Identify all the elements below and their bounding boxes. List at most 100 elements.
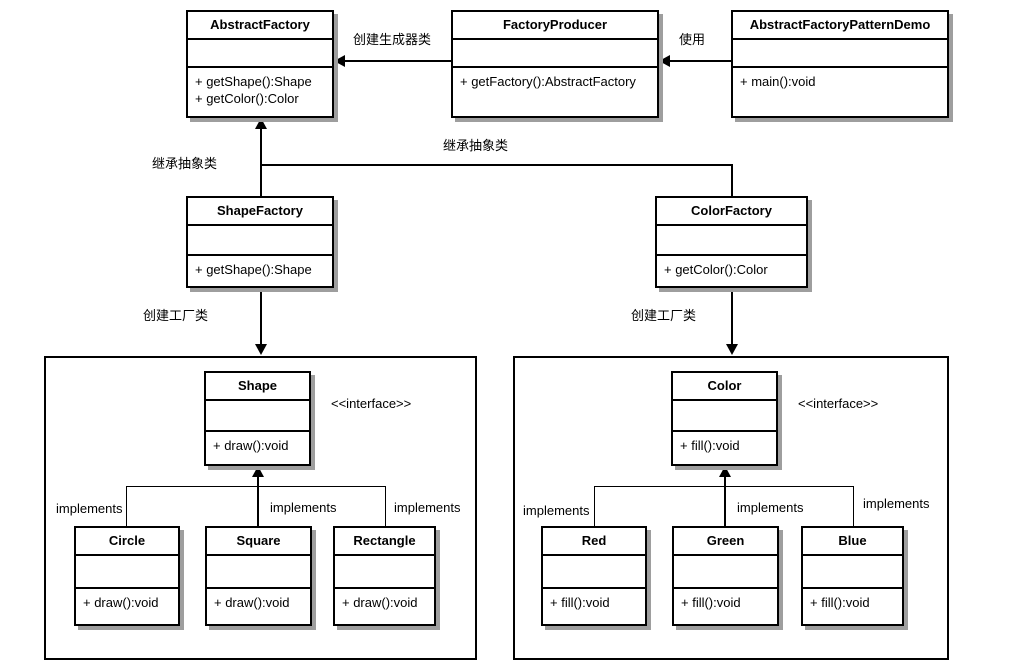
arrowhead-abstractfactory-from-shapefactory xyxy=(255,118,267,129)
operation-item: + fill():void xyxy=(810,595,870,611)
edge-circle-to-bar xyxy=(126,486,127,526)
edge-colorfactory-to-branch xyxy=(731,164,733,197)
edge-colorfactory-to-color-group xyxy=(731,288,733,346)
class-red-name: Red xyxy=(543,528,645,557)
shape-group-frame xyxy=(44,356,477,660)
class-shape-factory-operations: + getShape():Shape xyxy=(188,256,332,283)
edge-label-implements-shape-2: implements xyxy=(270,500,337,516)
class-green-name: Green xyxy=(674,528,777,557)
class-factory-producer[interactable]: FactoryProducer + getFactory():AbstractF… xyxy=(451,10,659,118)
class-square-operations: + draw():void xyxy=(207,589,310,616)
edge-label-uses: 使用 xyxy=(679,32,706,48)
class-circle-name: Circle xyxy=(76,528,178,557)
class-color-factory[interactable]: ColorFactory + getColor():Color xyxy=(655,196,808,288)
class-shape-interface[interactable]: Shape + draw():void xyxy=(204,371,311,466)
edge-square-to-shape xyxy=(257,477,259,526)
class-red-operations: + fill():void xyxy=(543,589,645,616)
operation-item: + getFactory():AbstractFactory xyxy=(460,74,636,90)
class-square[interactable]: Square + draw():void xyxy=(205,526,312,626)
operation-item: + fill():void xyxy=(550,595,610,611)
class-blue-attributes xyxy=(803,556,902,590)
edge-label-implements-color-3: implements xyxy=(863,496,930,512)
operation-item: + draw():void xyxy=(213,438,289,454)
operation-item: + main():void xyxy=(740,74,816,90)
arrowhead-shape-group xyxy=(255,344,267,355)
operation-item: + fill():void xyxy=(681,595,741,611)
class-square-attributes xyxy=(207,556,310,590)
class-demo-name: AbstractFactoryPatternDemo xyxy=(733,12,947,41)
edge-label-inherit-abstract-left: 继承抽象类 xyxy=(152,156,218,172)
class-shape-attributes xyxy=(206,401,309,433)
edge-red-to-bar xyxy=(594,486,595,526)
shape-stereotype-label: <<interface>> xyxy=(331,396,412,411)
class-color-attributes xyxy=(673,401,776,433)
edge-label-implements-shape-3: implements xyxy=(394,500,461,516)
class-abstract-factory[interactable]: AbstractFactory + getShape():Shape + get… xyxy=(186,10,334,118)
edge-inherit-branch-horizontal xyxy=(260,164,733,166)
class-shape-name: Shape xyxy=(206,373,309,402)
operation-item: + draw():void xyxy=(342,595,418,611)
class-green-operations: + fill():void xyxy=(674,589,777,616)
arrowhead-color-group xyxy=(726,344,738,355)
class-circle-operations: + draw():void xyxy=(76,589,178,616)
class-green[interactable]: Green + fill():void xyxy=(672,526,779,626)
edge-label-create-factory-right: 创建工厂类 xyxy=(631,308,697,324)
class-shape-factory-attributes xyxy=(188,226,332,257)
edge-demo-to-producer xyxy=(669,60,731,62)
arrowhead-shape-interface xyxy=(252,466,264,477)
class-abstract-factory-operations: + getShape():Shape + getColor():Color xyxy=(188,68,332,112)
edge-label-implements-color-1: implements xyxy=(523,503,590,519)
class-shape-factory[interactable]: ShapeFactory + getShape():Shape xyxy=(186,196,334,288)
class-rectangle-operations: + draw():void xyxy=(335,589,434,616)
class-circle[interactable]: Circle + draw():void xyxy=(74,526,180,626)
operation-item: + getColor():Color xyxy=(195,91,299,107)
class-rectangle-attributes xyxy=(335,556,434,590)
operation-item: + getColor():Color xyxy=(664,262,768,278)
edge-label-implements-shape-1: implements xyxy=(56,501,123,517)
edge-label-inherit-abstract-right: 继承抽象类 xyxy=(443,138,509,154)
edge-shape-implements-bar xyxy=(126,486,386,487)
class-color-interface[interactable]: Color + fill():void xyxy=(671,371,778,466)
operation-item: + draw():void xyxy=(214,595,290,611)
edge-shapefactory-to-shape-group xyxy=(260,288,262,346)
operation-item: + fill():void xyxy=(680,438,740,454)
class-factory-producer-attributes xyxy=(453,40,657,69)
edge-producer-to-abstractfactory xyxy=(344,60,452,62)
class-blue[interactable]: Blue + fill():void xyxy=(801,526,904,626)
edge-rectangle-to-bar xyxy=(385,486,386,526)
operation-item: + getShape():Shape xyxy=(195,262,312,278)
color-stereotype-label: <<interface>> xyxy=(798,396,879,411)
class-color-factory-operations: + getColor():Color xyxy=(657,256,806,283)
class-abstract-factory-attributes xyxy=(188,40,332,69)
class-abstract-factory-pattern-demo[interactable]: AbstractFactoryPatternDemo + main():void xyxy=(731,10,949,118)
class-abstract-factory-name: AbstractFactory xyxy=(188,12,332,41)
color-group-frame xyxy=(513,356,949,660)
class-square-name: Square xyxy=(207,528,310,557)
class-circle-attributes xyxy=(76,556,178,590)
class-rectangle-name: Rectangle xyxy=(335,528,434,557)
class-color-factory-attributes xyxy=(657,226,806,257)
operation-item: + draw():void xyxy=(83,595,159,611)
class-blue-name: Blue xyxy=(803,528,902,557)
operation-item: + getShape():Shape xyxy=(195,74,312,90)
arrowhead-factoryproducer xyxy=(659,55,670,67)
class-factory-producer-name: FactoryProducer xyxy=(453,12,657,41)
class-shape-factory-name: ShapeFactory xyxy=(188,198,332,227)
class-color-operations: + fill():void xyxy=(673,432,776,459)
class-red[interactable]: Red + fill():void xyxy=(541,526,647,626)
edge-label-create-builder: 创建生成器类 xyxy=(353,32,432,48)
class-shape-operations: + draw():void xyxy=(206,432,309,459)
arrowhead-abstractfactory xyxy=(334,55,345,67)
class-red-attributes xyxy=(543,556,645,590)
class-factory-producer-operations: + getFactory():AbstractFactory xyxy=(453,68,657,95)
edge-label-create-factory-left: 创建工厂类 xyxy=(143,308,209,324)
edge-label-implements-color-2: implements xyxy=(737,500,804,516)
class-blue-operations: + fill():void xyxy=(803,589,902,616)
class-rectangle[interactable]: Rectangle + draw():void xyxy=(333,526,436,626)
arrowhead-color-interface xyxy=(719,466,731,477)
class-demo-operations: + main():void xyxy=(733,68,947,95)
class-demo-attributes xyxy=(733,40,947,69)
class-color-name: Color xyxy=(673,373,776,402)
edge-blue-to-bar xyxy=(853,486,854,526)
